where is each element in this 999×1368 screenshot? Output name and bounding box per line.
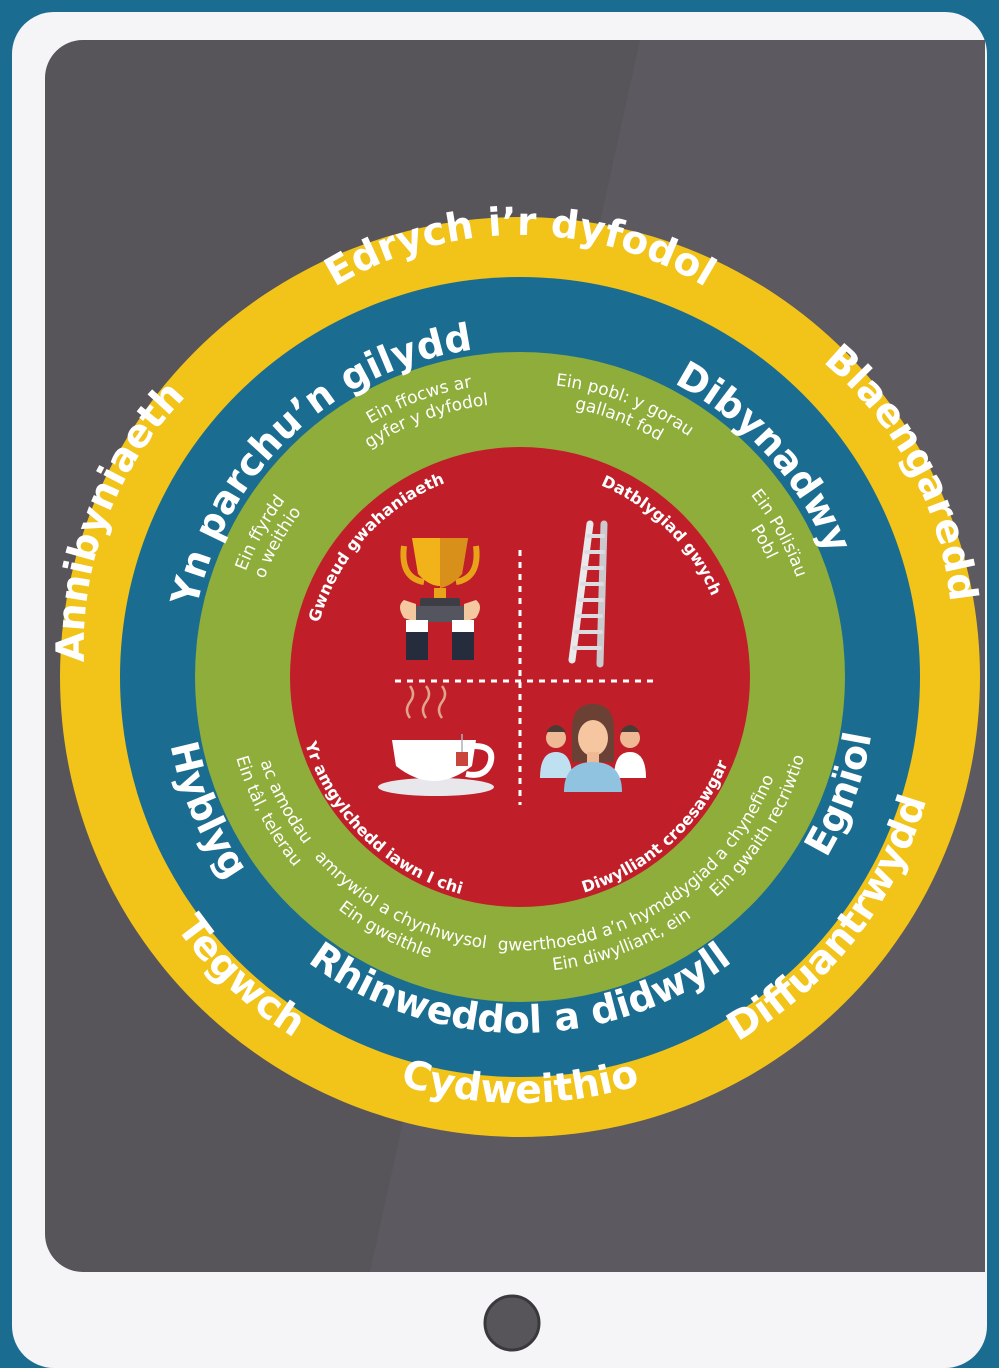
team-icon (540, 704, 646, 792)
ladder-icon (568, 520, 608, 668)
trophy-icon (400, 538, 480, 660)
home-button-icon[interactable] (483, 1294, 541, 1352)
teacup-icon (378, 685, 495, 796)
